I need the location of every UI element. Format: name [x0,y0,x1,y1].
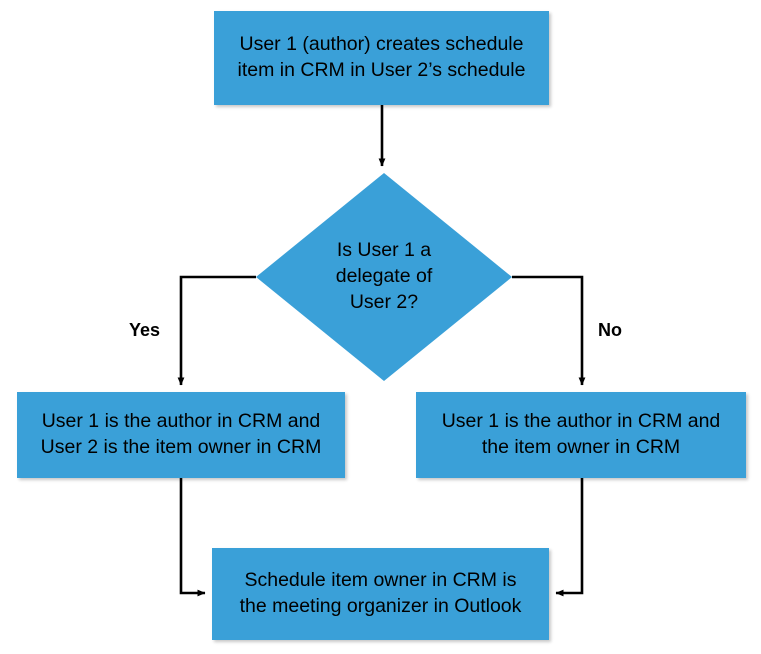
node-no-outcome-process[interactable]: User 1 is the author in CRM and the item… [416,392,746,478]
edge-decision-to-yes-outcome [177,275,256,386]
node-no-outcome-label: User 1 is the author in CRM and the item… [441,410,721,458]
edge-label-yes: Yes [129,320,161,340]
node-start-process[interactable]: User 1 (author) creates schedule item in… [214,11,549,105]
node-end-process[interactable]: Schedule item owner in CRM is the meetin… [212,548,549,640]
node-decision-label: Is User 1 a delegate of User 2? [335,239,433,313]
node-decision-diamond[interactable]: Is User 1 a delegate of User 2? [256,173,512,381]
edge-decision-to-no-outcome [512,275,586,386]
node-end-label: Schedule item owner in CRM is the meetin… [239,569,522,617]
edge-yes-outcome-to-end [179,478,206,597]
node-yes-outcome-process[interactable]: User 1 is the author in CRM and User 2 i… [17,392,345,478]
node-yes-outcome-label: User 1 is the author in CRM and User 2 i… [40,410,322,458]
edge-label-no: No [598,320,622,340]
edge-no-outcome-to-end [555,478,584,597]
node-start-label: User 1 (author) creates schedule item in… [237,33,526,81]
